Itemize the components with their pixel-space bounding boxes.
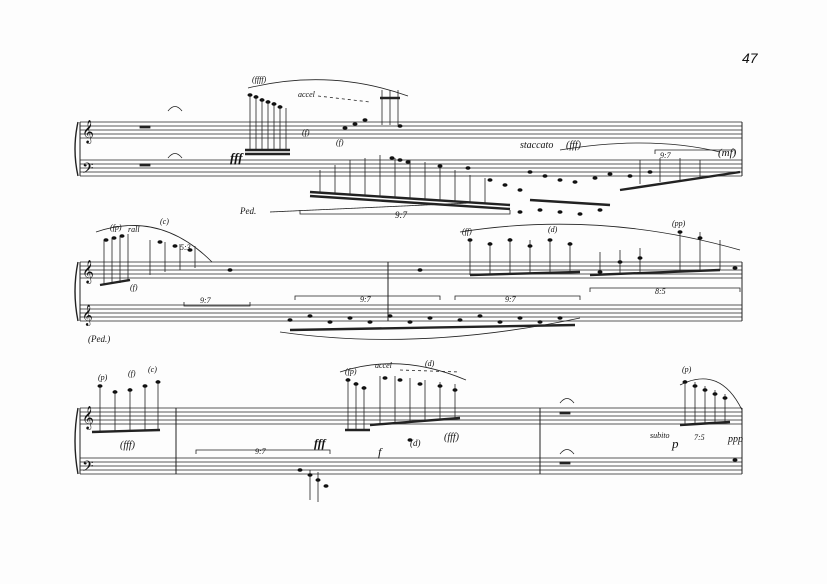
beam-group bbox=[91, 416, 731, 434]
tuplet-label: 8:5 bbox=[655, 287, 666, 296]
brace-2 bbox=[74, 261, 79, 322]
accel-text: accel bbox=[375, 361, 393, 370]
accel-line bbox=[317, 95, 371, 103]
paren-pp: (pp) bbox=[672, 219, 686, 228]
slur bbox=[95, 225, 213, 263]
rest-icon bbox=[139, 163, 151, 167]
tuplet-bracket bbox=[195, 449, 331, 454]
stems bbox=[249, 90, 701, 204]
paren-p: (p) bbox=[682, 365, 692, 374]
tuplet-label: 9:7 bbox=[255, 447, 267, 456]
treble-clef-icon: 𝄞 bbox=[82, 259, 94, 284]
paren-p: (p) bbox=[98, 373, 108, 382]
stems bbox=[99, 376, 726, 502]
system-3-lower-staff bbox=[80, 457, 742, 475]
tuplet-bracket bbox=[183, 302, 251, 307]
tuplet-bracket bbox=[454, 295, 581, 300]
treble-clef-icon: 𝄞 bbox=[82, 119, 94, 144]
staccato-dynamic: (fff) bbox=[566, 140, 582, 151]
paren-d: (d) bbox=[410, 438, 421, 448]
system-1-upper-staff bbox=[80, 121, 742, 139]
dynamic-ppp: ppp bbox=[727, 434, 743, 445]
brace-3 bbox=[74, 407, 79, 475]
slur bbox=[247, 79, 409, 97]
dynamic-fff: fff bbox=[314, 436, 327, 450]
barlines bbox=[79, 122, 743, 474]
paren-fp: (fp) bbox=[345, 367, 357, 376]
tuplet-label: 9:7 bbox=[360, 295, 372, 304]
paren-c: (c) bbox=[160, 217, 169, 226]
bass-clef-icon: 𝄢 bbox=[82, 160, 94, 181]
bass-clef-icon: 𝄢 bbox=[82, 458, 94, 479]
fermata-icon bbox=[167, 106, 183, 112]
accel-text: accel bbox=[298, 90, 316, 99]
paren-f: (f) bbox=[128, 369, 136, 378]
rest-icon bbox=[139, 125, 151, 129]
treble-clef-icon: 𝄞 bbox=[82, 405, 94, 430]
slur bbox=[559, 142, 721, 153]
slur bbox=[459, 223, 741, 251]
subito-text: subito bbox=[650, 431, 670, 440]
pedal-mark: Ped. bbox=[239, 206, 256, 216]
noteheads bbox=[97, 93, 738, 488]
dynamic-fff: (fff) bbox=[120, 440, 136, 451]
paren-c: (c) bbox=[148, 365, 157, 374]
slur bbox=[679, 378, 743, 411]
dynamic-fff: fff bbox=[230, 150, 244, 165]
tuplet-bracket bbox=[654, 149, 736, 154]
dynamic-mf: (mf) bbox=[718, 147, 737, 159]
clefs: 𝄞 𝄢 𝄞 𝄞 𝄞 𝄢 bbox=[82, 119, 94, 479]
paren-fp: (fp) bbox=[110, 223, 122, 232]
tuplet-bracket bbox=[589, 287, 741, 292]
staccato-text: staccato bbox=[520, 140, 553, 151]
fermata-icon bbox=[559, 449, 575, 455]
pedal-text: (Ped.) bbox=[88, 334, 110, 344]
dynamic-f: f bbox=[378, 445, 383, 459]
paren-f: (f) bbox=[130, 283, 138, 292]
fermata-icon bbox=[559, 398, 575, 404]
tuplet-label: 9:7 bbox=[200, 296, 212, 305]
dynamic-fff: (fff) bbox=[444, 432, 460, 443]
tuplet-label: 9:7 bbox=[395, 210, 407, 220]
fermata-icon bbox=[167, 153, 183, 159]
dynamic-p: p bbox=[671, 436, 679, 451]
brace-1 bbox=[74, 121, 79, 177]
tuplet-label: 7:5 bbox=[694, 433, 705, 442]
rall-text: rall bbox=[128, 225, 140, 234]
tuplet-bracket bbox=[299, 210, 511, 215]
treble-clef-icon: 𝄞 bbox=[82, 305, 93, 326]
paren-d: (d) bbox=[548, 225, 558, 234]
tuplet-label: 9:7 bbox=[505, 295, 517, 304]
tuplet-label: 5:3 bbox=[180, 243, 191, 252]
slur bbox=[339, 363, 467, 381]
beam-group bbox=[99, 268, 721, 332]
system-1-lower-staff bbox=[80, 159, 742, 177]
accel-line bbox=[399, 369, 461, 373]
system-2-lower-staff bbox=[80, 304, 742, 322]
page-number: 47 bbox=[742, 50, 758, 66]
system-2-upper-staff bbox=[80, 261, 742, 279]
paren-f: (f) bbox=[302, 128, 310, 137]
rest-icon bbox=[559, 461, 571, 465]
system-3-upper-staff bbox=[80, 407, 742, 425]
pedal-line bbox=[269, 202, 471, 213]
markings: fff staccato (fff) (mf) accel (ffff) (f)… bbox=[88, 75, 743, 459]
paren-f: (f) bbox=[336, 138, 344, 147]
paren-ff: (ff) bbox=[462, 227, 472, 236]
rest-icon bbox=[559, 411, 571, 415]
stems bbox=[103, 232, 721, 285]
paren-ffff: (ffff) bbox=[252, 75, 267, 84]
tuplet-bracket bbox=[294, 295, 441, 300]
tuplet-label: 9:7 bbox=[660, 151, 672, 160]
paren-d: (d) bbox=[425, 359, 435, 368]
